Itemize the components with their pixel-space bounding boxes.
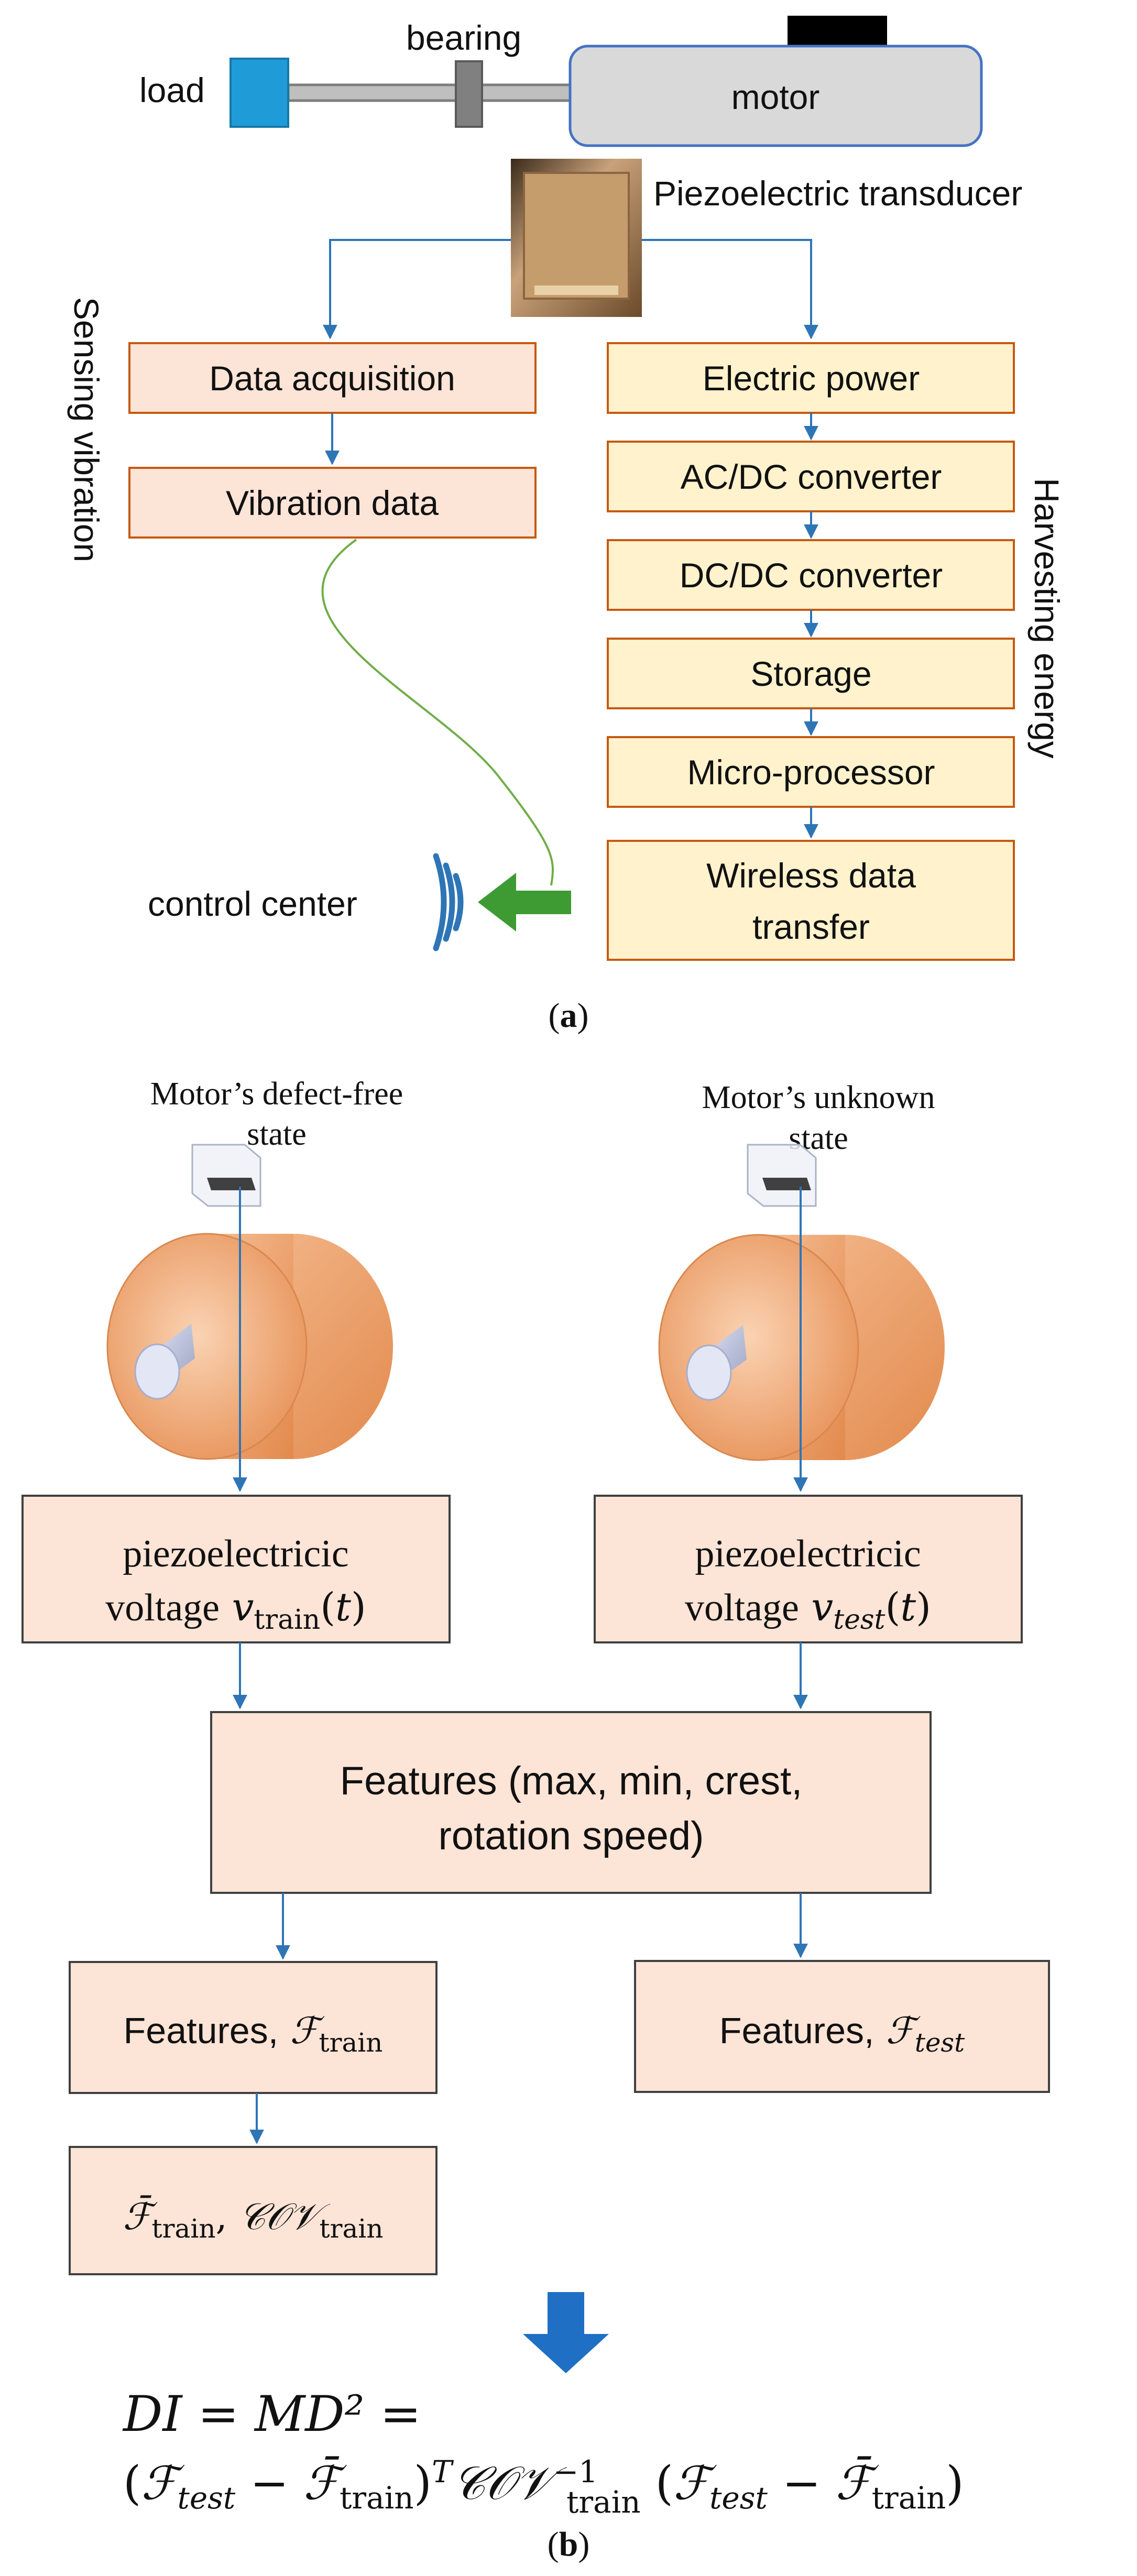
branch-line-harvesting <box>642 239 818 339</box>
electric-power-box <box>607 342 1015 414</box>
wireless-transfer-box <box>607 840 1015 961</box>
features-train-box <box>69 1961 438 2094</box>
voltage-train-expression: voltage vtrain(t) <box>105 1585 366 1636</box>
load-block <box>229 58 289 128</box>
acdc-converter-box <box>607 441 1015 512</box>
motor-shaft <box>287 83 573 102</box>
features-box <box>210 1711 932 1894</box>
storage-label: Storage <box>750 654 871 693</box>
electric-power-label: Electric power <box>703 359 920 398</box>
motor-top-block <box>788 16 887 48</box>
panel-a: load bearing motor Piezoelectric transdu… <box>67 16 1066 1035</box>
sensing-vibration-label: Sensing vibration <box>67 297 106 562</box>
features-line2: rotation speed) <box>439 1814 704 1858</box>
defect-free-line2: state <box>247 1116 307 1152</box>
caption-b: (b) <box>548 2525 590 2563</box>
harvest-chain: Electric power AC/DC converter DC/DC con… <box>607 342 1015 961</box>
mean-cov-label: ℱ̄train, 𝒞𝒪𝒱train <box>123 2195 384 2244</box>
motor-cylinder-unknown <box>658 1144 945 1461</box>
green-arrow <box>478 873 571 931</box>
motor-body <box>568 45 983 147</box>
motor-label: motor <box>731 78 820 116</box>
vibration-data-label: Vibration data <box>226 484 439 522</box>
wireless-transfer-line1: Wireless data <box>706 856 916 895</box>
mean-cov-box <box>69 2146 438 2275</box>
formula-line1: DI = MD² = <box>122 2386 421 2443</box>
features-test-label: Features, ℱtest <box>719 2009 965 2058</box>
control-center-label: control center <box>148 884 357 923</box>
wireless-waves-icon <box>433 853 464 951</box>
bearing-label: bearing <box>406 18 521 57</box>
piezo-transducer-image <box>511 159 642 317</box>
transducer-label: Piezoelectric transducer <box>653 174 1022 213</box>
voltage-train-title: piezoelectricic <box>123 1532 348 1575</box>
voltage-train-box <box>21 1495 451 1643</box>
voltage-test-box <box>594 1495 1023 1643</box>
wireless-transfer-line2: transfer <box>752 907 870 946</box>
bearing-block <box>455 60 483 128</box>
panel-b: Motor’s defect-free state Motor’s unknow… <box>21 1076 1050 2563</box>
micro-processor-label: Micro-processor <box>687 753 935 792</box>
features-train-label: Features, ℱtrain <box>124 2009 383 2058</box>
wireless-signal-path <box>321 539 554 886</box>
micro-processor-box <box>607 736 1015 808</box>
acdc-converter-label: AC/DC converter <box>681 457 942 496</box>
caption-a: (a) <box>549 996 589 1035</box>
voltage-test-expression: voltage vtest(t) <box>685 1585 931 1636</box>
unknown-line1: Motor’s unknown <box>702 1080 935 1115</box>
voltage-test-title: piezoelectricic <box>695 1532 921 1575</box>
features-line1: Features (max, min, crest, <box>340 1759 803 1803</box>
branch-line-sensing <box>323 239 511 339</box>
result-down-arrow <box>523 2292 609 2373</box>
motor-cylinder-defect-free <box>106 1144 393 1460</box>
load-label: load <box>139 71 205 109</box>
defect-free-line1: Motor’s defect-free <box>150 1076 403 1112</box>
dcdc-converter-label: DC/DC converter <box>680 556 943 595</box>
storage-box <box>607 638 1015 709</box>
vibration-data-box <box>128 467 537 539</box>
data-acquisition-label: Data acquisition <box>209 359 455 398</box>
harvesting-energy-label: Harvesting energy <box>1027 478 1066 759</box>
features-test-box <box>634 1960 1050 2093</box>
